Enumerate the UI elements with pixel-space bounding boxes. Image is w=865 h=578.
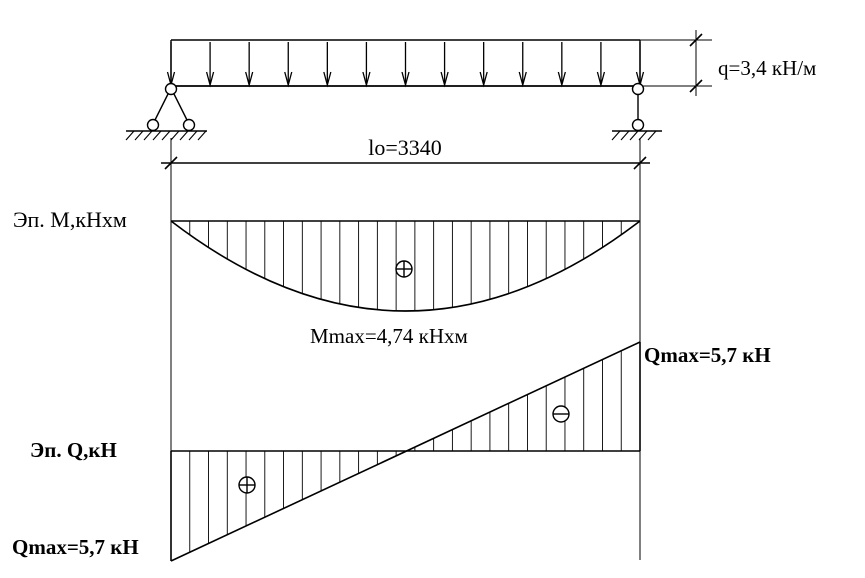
right-ground-hatch — [611, 130, 657, 141]
left-ground-hatch — [125, 130, 207, 141]
left-pin-hinge — [164, 82, 178, 96]
hatch-mark — [611, 130, 621, 141]
load-label: q=3,4 кН/м — [718, 56, 816, 80]
load-dim-tick-bottom — [689, 79, 703, 93]
shear-diagram: Эп. Q,кН Qmax=5,7 кН Qmax=5,7 кН — [12, 341, 771, 562]
load-arrow — [362, 42, 371, 88]
load-arrow — [557, 42, 566, 88]
hatch-mark — [179, 130, 189, 141]
left-pin-strut-2 — [173, 93, 188, 121]
hatch-mark — [629, 130, 639, 141]
hatch-mark — [125, 130, 135, 141]
hatch-mark — [152, 130, 162, 141]
load-arrow — [245, 42, 254, 88]
moment-hatch — [189, 221, 622, 311]
hatch-mark — [170, 130, 180, 141]
right-roller-support — [611, 82, 662, 141]
shear-plus-sign — [238, 476, 256, 494]
load-arrow — [518, 42, 527, 88]
load-dimension: q=3,4 кН/м — [640, 30, 816, 96]
hatch-mark — [134, 130, 144, 141]
hatch-mark — [161, 130, 171, 141]
shear-slope-line — [170, 341, 641, 562]
hatch-mark — [647, 130, 657, 141]
left-pin-support — [125, 82, 207, 141]
hatch-mark — [197, 130, 207, 141]
right-roller-hinge-top — [631, 82, 645, 96]
load-arrow — [284, 42, 293, 88]
load-dim-tick-top — [689, 33, 703, 47]
hatch-mark — [143, 130, 153, 141]
right-roller-hinge-bottom — [631, 118, 645, 132]
moment-max-label: Mmax=4,74 кНхм — [310, 324, 468, 348]
load-arrow — [323, 42, 332, 88]
moment-parabola — [170, 220, 641, 312]
load-arrow — [596, 42, 606, 88]
shear-minus-sign — [552, 405, 570, 423]
shear-max-left-label: Qmax=5,7 кН — [12, 535, 139, 559]
left-pin-base-hinge-1 — [146, 118, 160, 132]
shear-hatch — [189, 350, 622, 553]
moment-plus-sign — [395, 260, 413, 278]
distributed-load — [166, 39, 645, 88]
shear-max-right-label: Qmax=5,7 кН — [644, 343, 771, 367]
left-pin-base-hinge-2 — [182, 118, 196, 132]
hatch-mark — [620, 130, 630, 141]
load-arrow — [479, 42, 488, 88]
load-arrow — [166, 42, 176, 88]
shear-title: Эп. Q,кН — [30, 438, 117, 462]
span-dimension: lo=3340 — [161, 135, 650, 170]
load-arrow — [401, 42, 410, 88]
moment-title: Эп. М,кНхм — [13, 207, 127, 232]
load-arrow — [635, 42, 645, 88]
load-arrows — [166, 42, 645, 88]
load-arrow — [205, 42, 215, 88]
left-pin-strut-1 — [154, 93, 169, 121]
load-arrow — [440, 42, 449, 88]
span-label: lo=3340 — [368, 135, 442, 160]
hatch-mark — [188, 130, 198, 141]
moment-diagram: Эп. М,кНхм Mmax=4,74 кНхм — [13, 207, 641, 348]
